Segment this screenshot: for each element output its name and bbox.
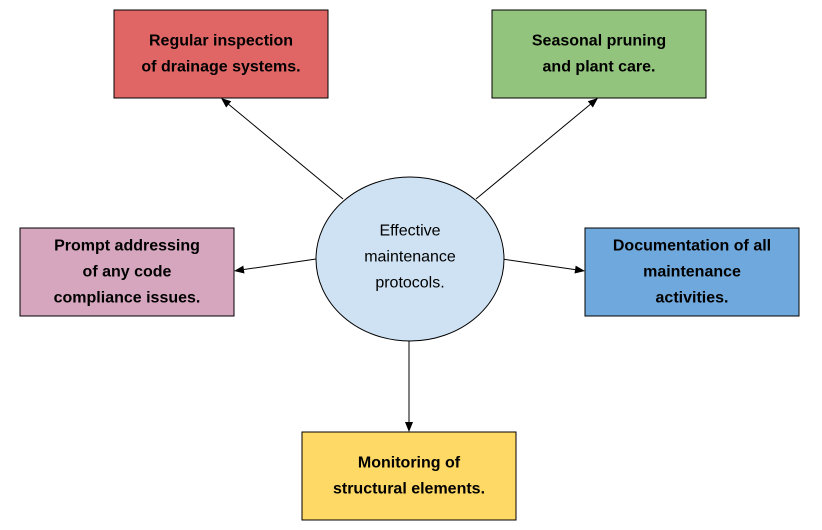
node-structural-line-1: Monitoring of xyxy=(358,455,461,472)
edge-documentation xyxy=(501,258,585,274)
node-code-compliance-line-1: Prompt addressing xyxy=(54,238,200,255)
node-documentation: Documentation of all maintenance activitie… xyxy=(584,227,800,317)
arrowhead-structural xyxy=(405,422,413,432)
edge-line-documentation xyxy=(501,258,576,271)
edge-line-pruning xyxy=(475,103,591,200)
node-pruning: Seasonal pruning and plant care. xyxy=(491,9,707,99)
node-box-documentation xyxy=(584,227,800,317)
arrowhead-documentation xyxy=(574,265,585,274)
arrowhead-drainage xyxy=(221,98,232,108)
node-box-structural xyxy=(301,431,517,521)
center-node-line-1: Effective xyxy=(379,223,440,240)
center-node: Effective maintenance protocols. xyxy=(315,176,505,342)
edge-line-drainage xyxy=(228,103,344,200)
node-drainage-line-2: of drainage systems. xyxy=(141,59,300,76)
edge-drainage xyxy=(221,98,344,200)
edge-line-code-compliance xyxy=(243,258,317,271)
center-ellipse xyxy=(315,176,505,342)
arrowhead-code-compliance xyxy=(234,265,245,274)
node-structural-line-2: structural elements. xyxy=(333,481,485,498)
center-node-line-2: maintenance xyxy=(364,249,456,266)
edge-pruning xyxy=(475,98,598,200)
edge-code-compliance xyxy=(234,258,317,274)
nodes-layer: Regular inspection of drainage systems. Se… xyxy=(19,9,800,521)
edges-layer xyxy=(221,98,598,432)
node-box-pruning xyxy=(491,9,707,99)
node-drainage-line-1: Regular inspection xyxy=(149,33,293,50)
node-box-code-compliance xyxy=(19,227,235,317)
center-layer: Effective maintenance protocols. xyxy=(315,176,505,342)
node-structural: Monitoring of structural elements. xyxy=(301,431,517,521)
center-node-line-3: protocols. xyxy=(375,275,444,292)
edge-structural xyxy=(405,340,413,432)
node-pruning-line-2: and plant care. xyxy=(543,59,656,76)
node-pruning-line-1: Seasonal pruning xyxy=(532,33,666,50)
node-box-drainage xyxy=(113,9,329,99)
arrowhead-pruning xyxy=(587,98,598,108)
node-documentation-line-1: Documentation of all xyxy=(613,238,771,255)
node-code-compliance-line-2: of any code xyxy=(83,264,172,281)
node-drainage: Regular inspection of drainage systems. xyxy=(113,9,329,99)
node-code-compliance: Prompt addressing of any code compliance i… xyxy=(19,227,235,317)
node-documentation-line-3: activities. xyxy=(656,290,729,307)
node-code-compliance-line-3: compliance issues. xyxy=(54,290,201,307)
node-documentation-line-2: maintenance xyxy=(643,264,741,281)
